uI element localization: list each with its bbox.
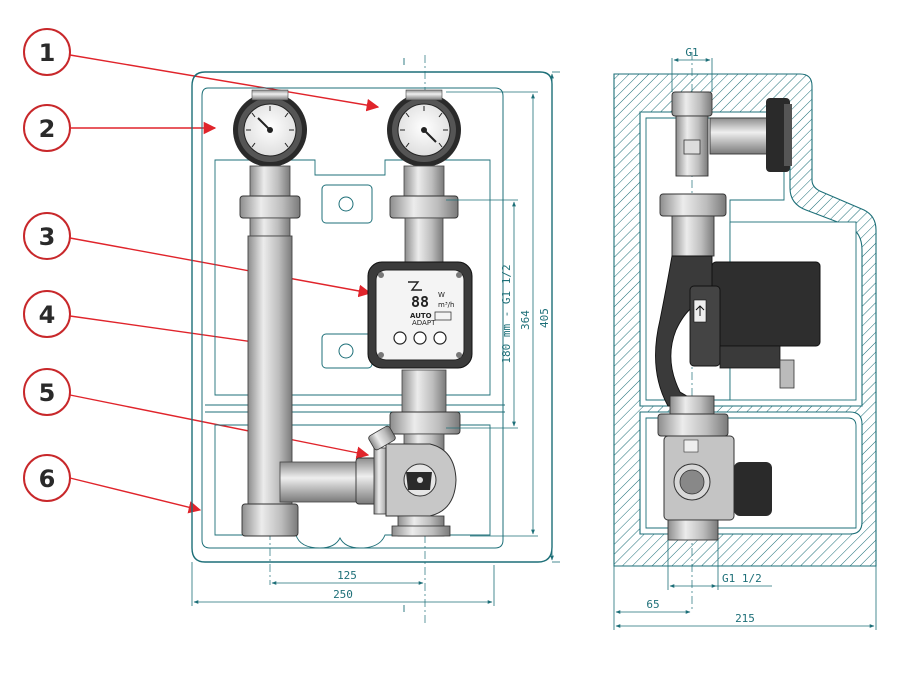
pump-display-unit-bottom: m³/h [438,301,454,309]
callout-6-label: 6 [39,465,56,493]
dimension-364: 364 [446,91,538,537]
thermometer-right [387,89,461,167]
side-ball-valve [663,435,772,541]
bypass-pipe [279,461,361,503]
dimension-g1-label: G1 [685,46,698,59]
dimension-125-label: 125 [337,569,357,582]
callout-2: 2 [23,104,217,152]
pump-auto-label: AUTO [410,312,432,320]
pump-button-mode[interactable] [413,331,427,345]
pump-button-power[interactable] [393,331,407,345]
mounting-slot-upper [321,184,373,224]
thermometer-left [233,89,307,167]
side-lower-union [657,395,729,437]
callout-1-label: 1 [39,39,56,67]
return-pipe-left [239,165,301,537]
pump-mode-bars [434,311,452,321]
circulation-pump: 88 W m³/h AUTO ADAPT [367,261,473,369]
dimension-364-label: 364 [519,310,532,330]
pump-adapt-label: ADAPT [412,319,436,327]
dimension-180-label: 180 mm - G1 1/2 [500,264,513,363]
callout-2-label: 2 [39,115,56,143]
side-thermometer [671,91,792,177]
callout-6-arrow [69,477,202,514]
pump-display-unit-top: W [438,291,445,299]
callout-5-label: 5 [39,379,56,407]
pump-button-speed[interactable] [433,331,447,345]
dimension-405-label: 405 [538,308,551,328]
dimension-180-g1-1-2: 180 mm - G1 1/2 [446,199,518,429]
callout-4: 4 [23,290,270,349]
dimension-g1-1-2: G1 1/2 [667,540,772,590]
side-pump [655,255,821,407]
pump-logo-icon [408,281,422,291]
dimension-65: 65 [613,566,691,630]
insulation-shell-inner [201,87,504,549]
callout-3-arrow [69,237,372,298]
callout-1-arrow [69,54,380,112]
callout-3: 3 [23,212,372,298]
insulation-pocket-upper [214,159,491,396]
callout-4-label: 4 [39,301,56,329]
dimension-250-label: 250 [333,588,353,601]
insulation-pocket-lower [214,424,491,549]
callout-group: 1 2 3 4 5 6 [23,28,380,514]
dimension-g1: G1 [671,46,713,92]
callout-1: 1 [23,28,380,112]
ball-valve [355,425,457,537]
side-upper-union [659,193,727,257]
callout-6: 6 [23,454,202,514]
supply-pipe-right [389,165,461,455]
callout-3-label: 3 [39,223,56,251]
callout-4-arrow [69,315,270,349]
dimension-125: 125 [271,569,424,585]
dimension-250: 250 [191,562,495,606]
mounting-slot-lower [321,333,373,369]
pump-display-digits: 88 [411,293,429,311]
side-view: G1 G1 1/2 65 215 [613,46,877,630]
mounting-hole-lower [338,343,354,359]
dimension-215: 215 [615,566,877,630]
dimension-g1-1-2-label: G1 1/2 [722,572,762,585]
dimension-405: 405 [538,71,560,563]
front-view: 88 W m³/h AUTO ADAPT [191,55,560,625]
dimension-65-label: 65 [646,598,659,611]
dimension-215-label: 215 [735,612,755,625]
mounting-hole-upper [338,196,354,212]
